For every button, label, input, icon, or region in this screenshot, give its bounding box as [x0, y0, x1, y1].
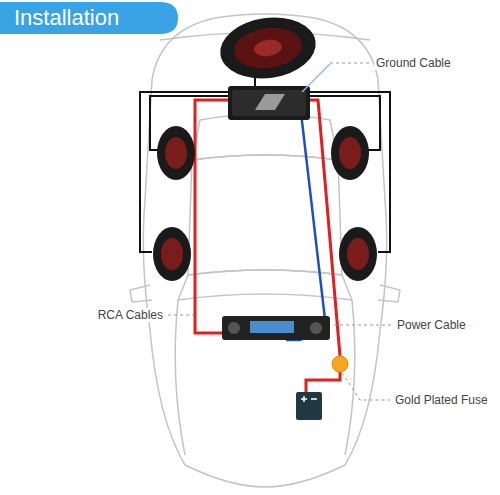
car-outline [130, 14, 400, 487]
callout-label: RCA Cables [96, 308, 165, 322]
page-title: Installation [14, 5, 119, 31]
fuse [332, 356, 348, 372]
callout-label: Gold Plated Fuse [393, 393, 490, 407]
leader-line [168, 63, 392, 400]
remote-wire [286, 104, 326, 340]
subwoofer [216, 12, 319, 85]
speaker [153, 126, 377, 281]
callout-label: Power Cable [395, 318, 468, 332]
head-unit [222, 316, 330, 340]
title-tab [0, 2, 178, 34]
amplifier [228, 86, 310, 120]
battery [296, 392, 322, 420]
callout-label: Ground Cable [374, 56, 453, 70]
power-wire [195, 100, 340, 392]
speaker-wire [140, 72, 390, 252]
